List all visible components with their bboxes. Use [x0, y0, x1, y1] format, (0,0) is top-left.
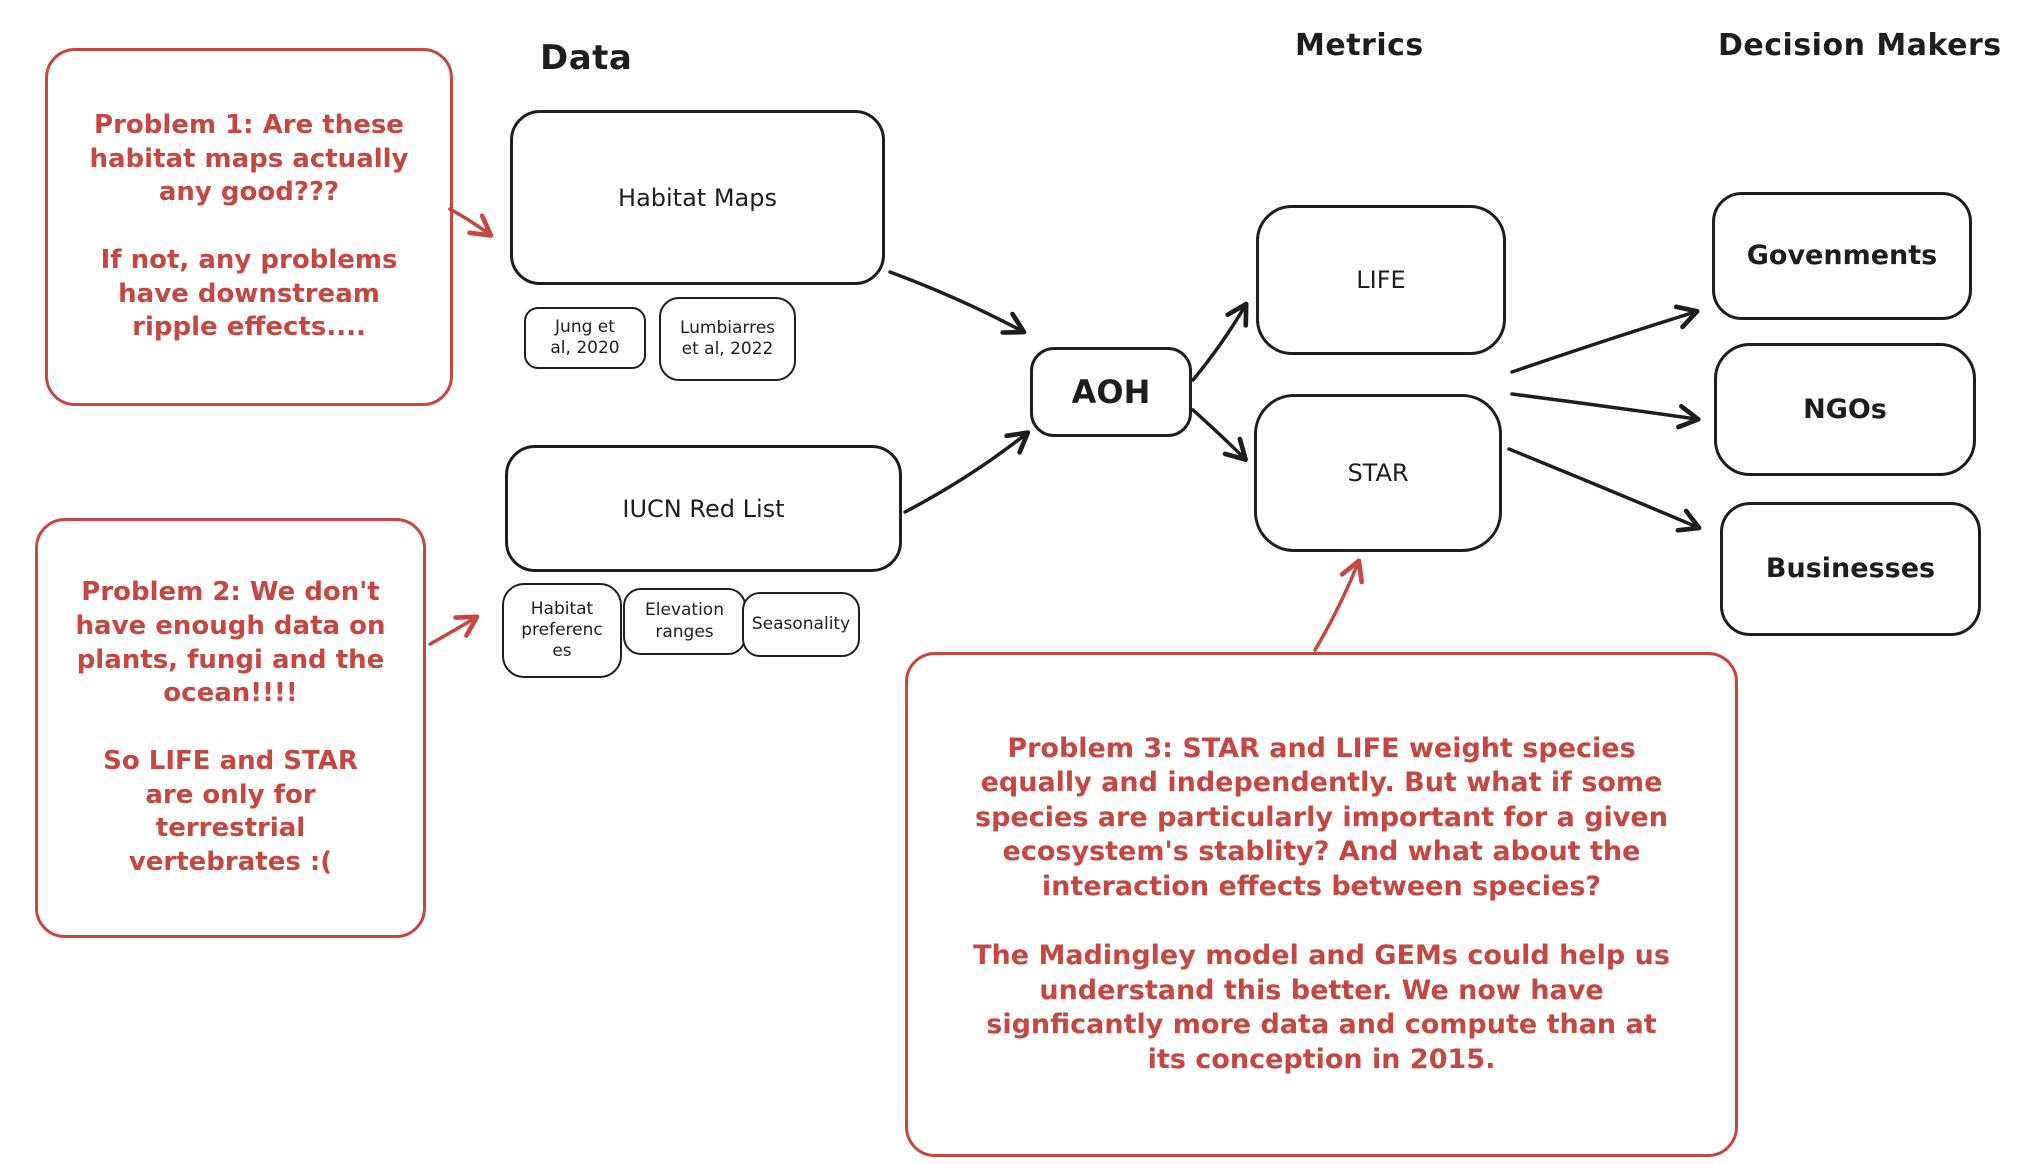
note-problem-1[interactable]: Problem 1: Are these habitat maps actual…: [45, 48, 453, 406]
node-star-label: STAR: [1347, 459, 1409, 487]
column-header-metrics[interactable]: Metrics: [1295, 28, 1424, 63]
node-lumbiarres-et-al-2022[interactable]: Lumbiarres et al, 2022: [659, 297, 796, 381]
note-problem-2-text: Problem 2: We don't have enough data on …: [75, 576, 386, 878]
node-businesses[interactable]: Businesses: [1720, 502, 1981, 636]
column-header-data[interactable]: Data: [540, 38, 633, 78]
node-governments-label: Govenments: [1746, 240, 1938, 272]
column-header-decision-makers[interactable]: Decision Makers: [1718, 28, 2002, 63]
node-ngos-label: NGOs: [1803, 393, 1887, 425]
node-governments[interactable]: Govenments: [1712, 192, 1972, 320]
arrow-metrics-to-governments[interactable]: [1510, 304, 1700, 374]
arrow-iucn-to-aoh[interactable]: [903, 430, 1031, 514]
node-aoh-label: AOH: [1071, 373, 1151, 411]
node-iucn-label: IUCN Red List: [622, 494, 785, 523]
node-ngos[interactable]: NGOs: [1714, 343, 1976, 476]
node-iucn-red-list[interactable]: IUCN Red List: [505, 445, 902, 572]
node-elevation-ranges[interactable]: Elevation ranges: [623, 588, 746, 655]
arrow-metrics-to-ngos[interactable]: [1510, 392, 1701, 430]
node-habitat-preferences-label: Habitat preferenc es: [521, 598, 603, 662]
node-lumbiarres-label: Lumbiarres et al, 2022: [679, 317, 776, 359]
note-problem-2[interactable]: Problem 2: We don't have enough data on …: [35, 518, 426, 938]
node-life-label: LIFE: [1356, 266, 1406, 294]
arrow-aoh-to-life[interactable]: [1191, 301, 1249, 382]
node-elevation-ranges-label: Elevation ranges: [645, 600, 724, 642]
node-habitat-preferences[interactable]: Habitat preferenc es: [502, 583, 622, 678]
note-problem-1-text: Problem 1: Are these habitat maps actual…: [89, 109, 409, 343]
note-problem-3-text: Problem 3: STAR and LIFE weight species …: [973, 732, 1670, 1075]
arrow-aoh-to-star[interactable]: [1191, 408, 1248, 462]
arrow-problem1-to-habitat-maps[interactable]: [448, 207, 494, 238]
node-habitat-maps-label: Habitat Maps: [618, 183, 777, 212]
node-star[interactable]: STAR: [1254, 394, 1502, 552]
node-businesses-label: Businesses: [1765, 553, 1936, 585]
note-problem-3[interactable]: Problem 3: STAR and LIFE weight species …: [905, 652, 1738, 1157]
node-jung-label: Jung et al, 2020: [550, 316, 620, 358]
node-jung-et-al-2020[interactable]: Jung et al, 2020: [524, 307, 646, 369]
node-seasonality[interactable]: Seasonality: [742, 592, 860, 657]
node-life[interactable]: LIFE: [1256, 205, 1506, 355]
arrow-habitat-maps-to-aoh[interactable]: [888, 270, 1027, 335]
node-aoh[interactable]: AOH: [1030, 347, 1192, 437]
node-seasonality-label: Seasonality: [751, 613, 851, 634]
node-habitat-maps[interactable]: Habitat Maps: [510, 110, 885, 285]
arrow-metrics-to-businesses[interactable]: [1507, 447, 1702, 533]
arrow-problem2-to-iucn[interactable]: [428, 614, 480, 646]
arrow-problem3-to-star[interactable]: [1313, 558, 1365, 652]
